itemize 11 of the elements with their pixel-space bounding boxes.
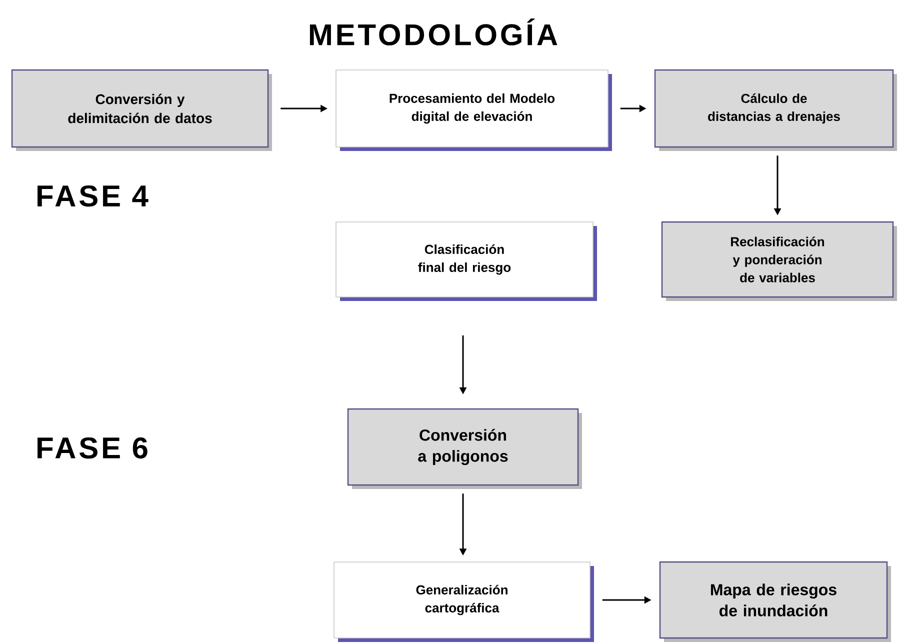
process-box: Reclasificación y ponderación de variables [661,221,897,301]
phase-label: FASE 6 [38,437,148,459]
process-box: Conversión y delimitación de datos [11,69,272,151]
process-box: Cálculo de distancias a drenajes [654,69,897,151]
process-box: Procesamiento del Modelo digital de elevación [336,70,612,151]
phase-label: FASE 4 [38,185,148,207]
process-box: Mapa de riesgos de inundación [659,561,891,642]
process-box: Clasificación final del riesgo [336,222,597,301]
process-box: Generalización cartográfica [334,562,594,642]
process-box: Conversión a poligonos [347,408,582,489]
title: METODOLOGÍA [310,18,558,46]
